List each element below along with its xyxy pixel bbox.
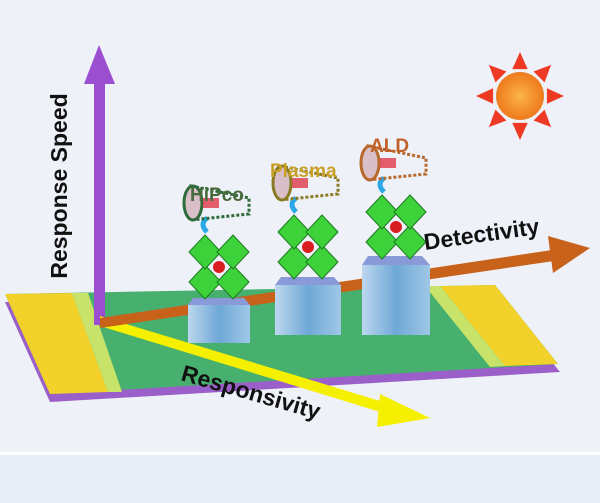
nanotube-ald <box>359 144 428 182</box>
perovskite-stack-ald <box>359 144 428 260</box>
response-speed-arrow <box>84 45 115 325</box>
nanotube-hipco <box>182 184 251 222</box>
responsivity-arrow <box>100 316 430 427</box>
pedestal-hipco <box>188 298 250 343</box>
perovskite-stack-plasma <box>271 164 340 280</box>
perovskite-stack-hipco <box>182 184 251 300</box>
sun-icon <box>476 52 564 140</box>
right-electrode <box>440 285 558 366</box>
bottom-strip <box>0 452 600 503</box>
detectivity-label: Detectivity <box>422 213 541 255</box>
device-diagram: Response Speed HiPco Plasma ALD Detectiv… <box>5 45 590 427</box>
pedestal-ald <box>362 256 430 335</box>
response-speed-label: Response Speed <box>46 93 72 278</box>
nanotube-plasma <box>271 164 340 202</box>
ald-label: ALD <box>370 136 409 157</box>
hipco-label: HiPco <box>190 185 244 206</box>
left-electrode <box>5 293 108 394</box>
pedestal-plasma <box>275 277 341 335</box>
plasma-label: Plasma <box>270 161 337 182</box>
